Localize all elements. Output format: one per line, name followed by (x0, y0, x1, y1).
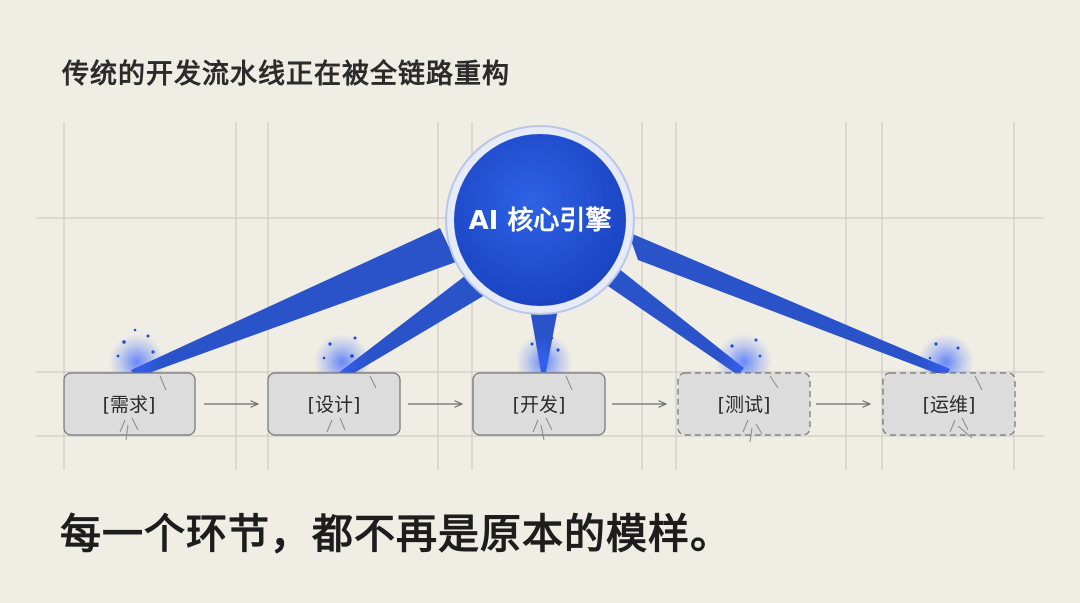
ai-core-engine: AI 核心引擎 (446, 126, 634, 314)
stage-requirements: [需求] (64, 373, 195, 435)
ai-core-label: AI 核心引擎 (469, 205, 612, 236)
stage-testing: [测试] (678, 373, 810, 435)
stage-label: [运维] (923, 394, 976, 416)
beam-to-requirements (131, 228, 456, 378)
stage-development: [开发] (473, 373, 605, 435)
stage-label: [设计] (308, 394, 361, 416)
stage-design: [设计] (268, 373, 400, 435)
stage-ops: [运维] (883, 373, 1015, 435)
caption-text: 每一个环节，都不再是原本的模样。 (60, 500, 732, 560)
stage-label: [测试] (718, 394, 771, 416)
stage-label: [开发] (513, 394, 566, 416)
stage-label: [需求] (103, 394, 156, 416)
